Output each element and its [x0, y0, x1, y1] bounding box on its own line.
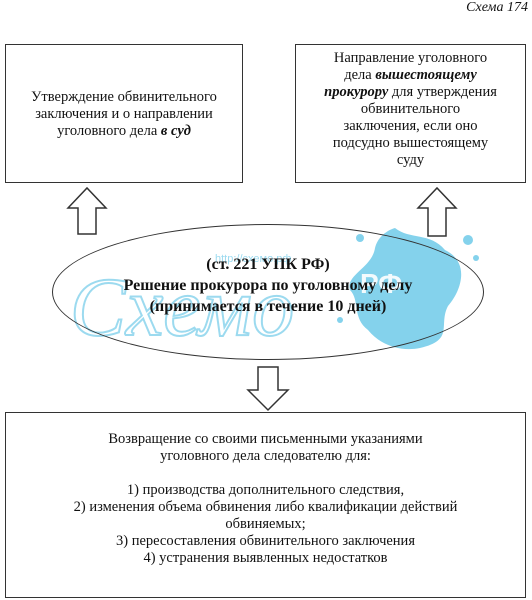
return-item-3: 3) пересоставления обвинительного заключ…: [115, 533, 415, 549]
higher-line-5: заключения, если оно: [343, 118, 478, 134]
return-item-1: 1) производства дополнительного следстви…: [126, 482, 405, 498]
higher-line-2-emphasis: вышестоящему: [375, 67, 477, 83]
return-intro-2: уголовного дела следователю для:: [160, 448, 371, 464]
higher-line-3-emphasis: прокурору: [324, 84, 389, 100]
scheme-label: Схема 174: [466, 0, 528, 15]
arrow-up-left: [66, 186, 108, 235]
higher-line-6: подсудно вышестоящему: [332, 135, 489, 151]
return-item-2: 2) изменения объема обвинения либо квали…: [73, 499, 458, 515]
higher-line-2-plain: дела: [344, 67, 376, 83]
approval-line-2: заключения и о направлении: [35, 106, 213, 122]
higher-line-3: прокурору для утверждения: [302, 84, 519, 101]
return-item-4: 4) устранения выявленных недостатков: [143, 550, 388, 566]
higher-line-3-plain: для утверждения: [388, 84, 497, 100]
approval-line-3-emphasis: в суд: [160, 123, 191, 139]
approval-line-1: Утверждение обвинительного: [31, 89, 217, 105]
decision-text: (ст. 221 УПК РФ) Решение прокурора по уг…: [52, 254, 484, 317]
return-item-2-cont: обвиняемых;: [225, 516, 306, 532]
higher-line-2: дела вышестоящему: [302, 67, 519, 84]
decision-term: (принимается в течение 10 дней): [149, 298, 387, 315]
approval-line-3-plain: уголовного дела: [57, 123, 161, 139]
approval-line-3: уголовного дела в суд: [12, 123, 236, 140]
higher-line-1: Направление уголовного: [333, 50, 488, 66]
higher-line-4: обвинительного: [360, 101, 461, 117]
arrow-down: [246, 366, 290, 412]
higher-line-7: суду: [396, 152, 425, 168]
approval-box: Утверждение обвинительного заключения и …: [5, 44, 243, 183]
decision-title: Решение прокурора по уголовному делу: [123, 277, 413, 294]
decision-ellipse: [52, 224, 484, 360]
return-box: Возвращение со своими письменными указан…: [5, 412, 526, 598]
return-intro-1: Возвращение со своими письменными указан…: [108, 431, 423, 447]
higher-prosecutor-box: Направление уголовного дела вышестоящему…: [295, 44, 526, 183]
arrow-up-right: [416, 186, 458, 237]
decision-article: (ст. 221 УПК РФ): [206, 256, 330, 273]
